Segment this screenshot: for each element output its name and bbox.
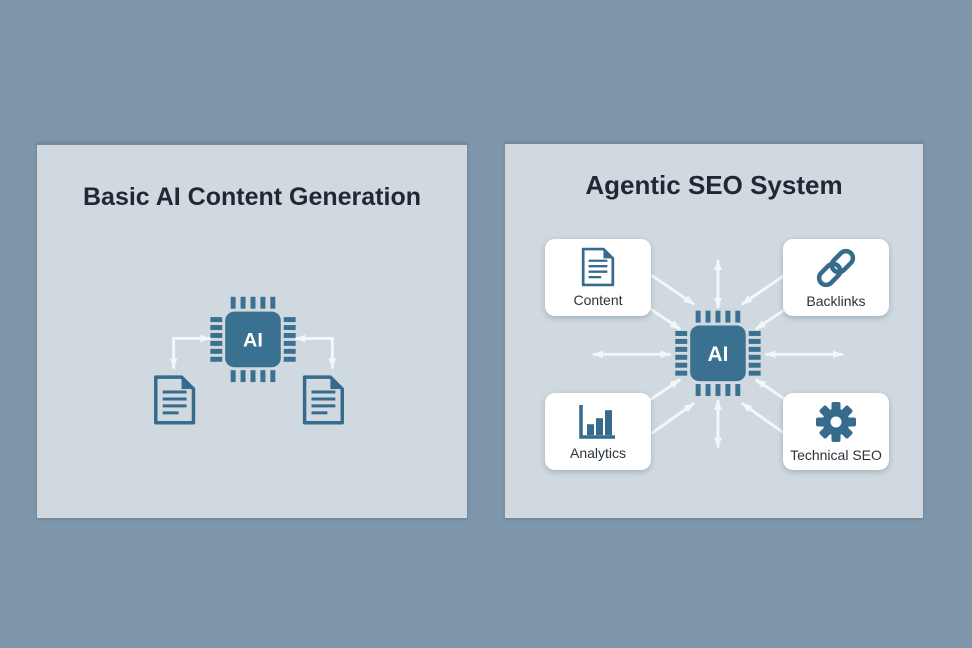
card-label: Backlinks (806, 293, 866, 309)
document-icon (581, 247, 615, 287)
bar-chart-icon (579, 403, 617, 439)
card-label: Technical SEO (790, 447, 882, 463)
agentic-seo-panel: Agentic SEO System (505, 141, 923, 518)
elbow-arrow-left (169, 334, 211, 369)
basic-ai-panel: Basic AI Content Generation AI (37, 142, 467, 518)
document-icon (302, 375, 345, 425)
link-icon (812, 246, 860, 290)
ai-chip-label: AI (708, 343, 729, 366)
basic-ai-diagram: AI (154, 296, 345, 425)
ai-chip-label: AI (243, 329, 263, 351)
card-label: Content (573, 292, 623, 308)
ai-chip-icon: AI (210, 296, 296, 383)
card-technical-seo: Technical SEO (783, 393, 889, 470)
ai-chip-icon: AI (675, 310, 761, 396)
right-panel-title: Agentic SEO System (585, 170, 843, 200)
card-content: Content (545, 239, 651, 316)
agentic-seo-diagram: AI (592, 259, 844, 449)
left-panel-title: Basic AI Content Generation (82, 183, 421, 211)
elbow-arrow-right (295, 334, 337, 369)
card-backlinks: Backlinks (783, 239, 889, 316)
gear-icon (816, 402, 856, 442)
radial-arrows (592, 259, 844, 449)
card-label: Analytics (569, 445, 627, 461)
document-icon (154, 375, 196, 425)
card-analytics: Analytics (545, 393, 651, 470)
